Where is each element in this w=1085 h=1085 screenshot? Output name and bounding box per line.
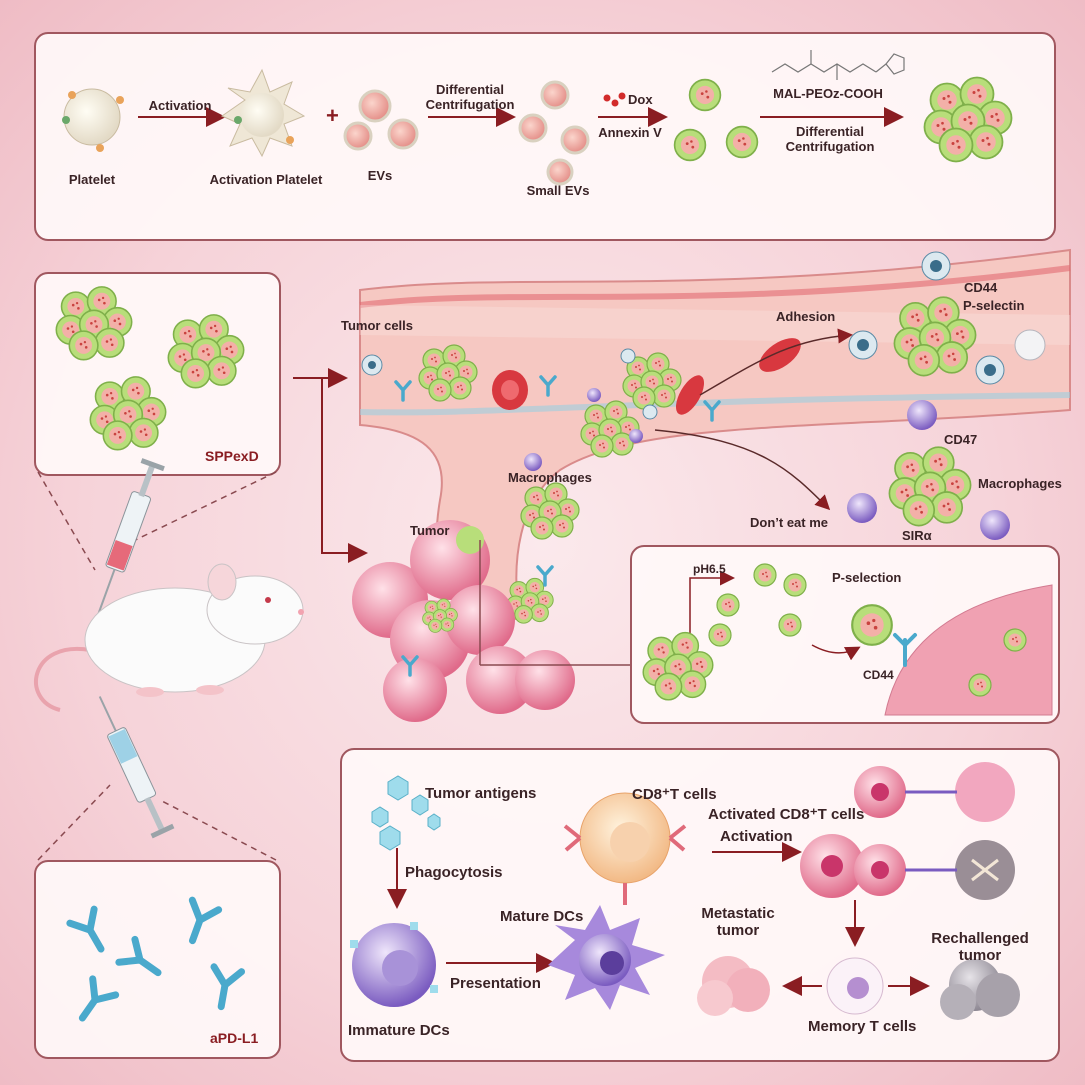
cd8-t-cell-icon: [563, 792, 687, 905]
metastatic-tumor-label: Metastatic tumor: [701, 905, 775, 939]
platelet-label: Platelet: [68, 172, 116, 187]
memory-t-cell-icon: [826, 957, 884, 1015]
mature-dc-icon: [548, 905, 665, 1010]
activated-cd8-label: Activated CD8⁺T cells: [708, 806, 865, 823]
phagocytosis-label: Phagocytosis: [405, 864, 503, 881]
apdl1-label: aPD-L1: [210, 1030, 259, 1046]
annexin-label: Annexin V: [598, 125, 662, 140]
sppexd-label: SPPexD: [205, 448, 259, 464]
vessel-macrophages-icon: [524, 388, 643, 471]
metastatic-tumor-icon: [697, 956, 770, 1016]
cd8-t-cells-label: CD8⁺T cells: [632, 786, 717, 803]
inset-cd44-label: CD44: [863, 668, 894, 682]
dox-icon: [603, 92, 626, 107]
centrifugation-label-1: Differential Centrifugation: [425, 82, 515, 112]
p-selectin-label: P-selectin: [963, 298, 1025, 313]
small-evs-icon: [518, 80, 590, 186]
mouse-icon: [34, 563, 304, 712]
inset-clusters-icon: [643, 563, 807, 700]
mal-peoz-label: MAL-PEOz-COOH: [773, 86, 883, 101]
killing-pairs-icon: [854, 762, 1015, 900]
evs-icon: [343, 89, 419, 151]
vessel-macrophages-label: Macrophages: [508, 470, 592, 485]
inset-targeting-vesicle-icon: [851, 604, 893, 646]
tumor-tissue-icon: [884, 584, 1053, 716]
apdl1-antibodies-icon: [70, 900, 242, 1026]
cd47-label: CD47: [944, 432, 978, 447]
synthesis-panel: [34, 32, 1056, 241]
tumor-label: Tumor: [410, 523, 450, 538]
dox-label: Dox: [628, 92, 653, 107]
immature-dc-icon: [350, 922, 438, 1007]
centrifugation-label-2: Differential Centrifugation: [785, 124, 875, 154]
activated-cd8-t-cell-icon: [800, 834, 864, 898]
tumor-cells-icon: [361, 348, 658, 420]
tumor-antigens-label: Tumor antigens: [425, 785, 537, 802]
sira-label: SIRα: [902, 528, 932, 543]
rechallenged-tumor-label: Rechallenged tumor: [931, 930, 1029, 964]
tumor-cells-label: Tumor cells: [341, 318, 414, 333]
small-evs-label: Small EVs: [526, 183, 590, 198]
activated-platelet-icon: [220, 68, 306, 158]
syringe-bottom-icon: [98, 696, 175, 839]
ph-label: pH6.5: [693, 562, 726, 576]
memory-t-cells-label: Memory T cells: [808, 1018, 917, 1035]
activation-label: Activation: [720, 828, 793, 845]
mature-dcs-label: Mature DCs: [500, 908, 584, 925]
adhesion-tumor-cells-icon: [848, 251, 1046, 385]
sppexd-product-icon: [925, 78, 1012, 162]
adhesion-label: Adhesion: [776, 309, 836, 324]
dont-eat-me-cluster-icon: [889, 447, 970, 525]
tumor-mass-icon: [352, 520, 575, 722]
apdl1-panel: [34, 860, 281, 1059]
presentation-label: Presentation: [450, 975, 541, 992]
platelet-icon: [62, 88, 124, 152]
evs-label: EVs: [367, 168, 393, 183]
plus-sign: +: [326, 103, 339, 128]
red-blood-cell-icon: [492, 338, 801, 415]
activation-platelet-label: Activation Platelet: [209, 172, 323, 187]
p-selection-label: P-selection: [832, 570, 902, 585]
syringe-top-icon: [96, 458, 165, 617]
cd44-label: CD44: [964, 280, 998, 295]
dont-eat-me-label: Don’t eat me: [750, 515, 829, 530]
sppexd-particles-icon: [56, 287, 243, 450]
rechallenged-tumor-icon: [940, 959, 1020, 1020]
tumor-antigens-icon: [371, 775, 441, 851]
activation-arrow-label: Activation: [148, 98, 212, 113]
sirp-macrophages-icon: [847, 400, 1010, 540]
loaded-evs-icon: [673, 78, 759, 162]
mal-peoz-structure-icon: [771, 50, 905, 80]
macrophages-right-label: Macrophages: [978, 476, 1062, 491]
immature-dcs-label: Immature DCs: [348, 1022, 450, 1039]
immune-panel: [340, 748, 1060, 1062]
